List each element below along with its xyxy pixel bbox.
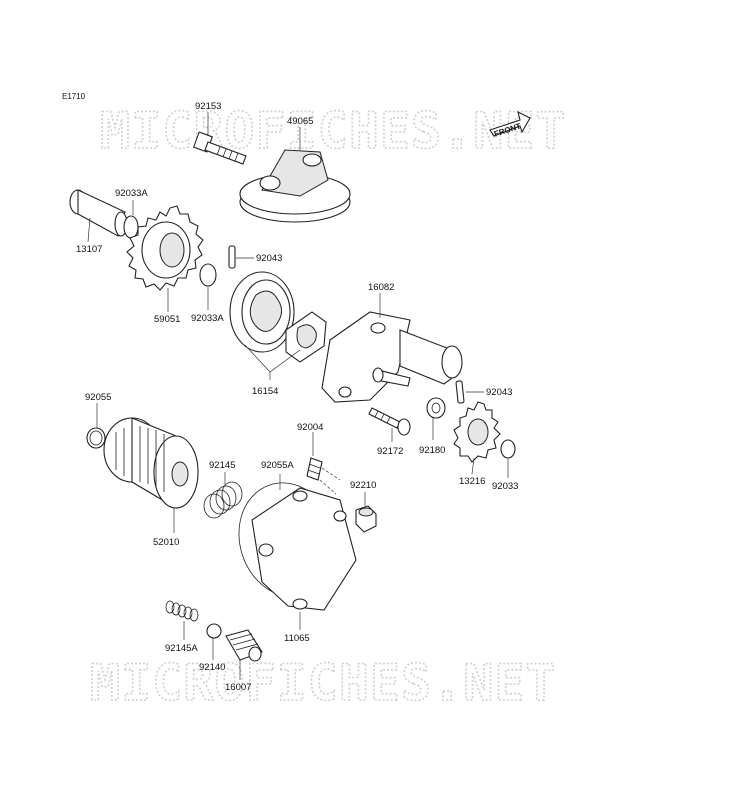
washer-92033A-bottom-icon [199, 263, 217, 287]
sprocket-13216-icon [453, 401, 501, 463]
label-92172: 92172 [377, 446, 403, 457]
label-52010: 52010 [153, 537, 179, 548]
pump-cover-49065-icon [239, 149, 351, 223]
ball-92140-icon [206, 623, 222, 639]
valve-16007-icon [225, 629, 263, 662]
label-11065: 11065 [284, 633, 310, 644]
label-16154: 16154 [252, 386, 278, 397]
label-92210: 92210 [350, 480, 376, 491]
label-92145A: 92145A [165, 643, 198, 654]
rotor-set-16154-icon [229, 271, 327, 363]
stud-92004-icon [306, 457, 323, 481]
spring-92145-icon [203, 481, 243, 519]
label-92180: 92180 [419, 445, 445, 456]
washer-92033-icon [500, 439, 516, 459]
label-13107: 13107 [76, 244, 102, 255]
washer-92033A-top-icon [123, 215, 139, 239]
pin-92043-top-icon [228, 245, 236, 269]
pin-92043-right-icon [455, 380, 465, 404]
pump-body-16082-icon [321, 311, 463, 403]
label-16082: 16082 [368, 282, 394, 293]
washer-92180-icon [426, 397, 446, 419]
diagram-code: E1710 [62, 92, 86, 101]
label-92055A: 92055A [261, 460, 294, 471]
bolt-92153-icon [192, 131, 247, 165]
label-92033: 92033 [492, 481, 518, 492]
label-92043-top: 92043 [256, 253, 282, 264]
watermark-top: MICROFICHES.NET [100, 102, 567, 160]
label-92043-right: 92043 [486, 387, 512, 398]
label-92140: 92140 [199, 662, 225, 673]
label-59051: 59051 [154, 314, 180, 325]
spring-92145A-icon [165, 600, 199, 622]
screw-92172-icon [368, 407, 411, 436]
watermark-bottom: MICROFICHES.NET [90, 654, 557, 712]
label-16007: 16007 [225, 682, 251, 693]
label-92153: 92153 [195, 101, 221, 112]
gear-59051-icon [126, 205, 204, 291]
label-13216: 13216 [459, 476, 485, 487]
label-92033A-bottom: 92033A [191, 313, 224, 324]
nut-92210-icon [355, 505, 377, 533]
label-49065: 49065 [287, 116, 313, 127]
label-92145: 92145 [209, 460, 235, 471]
oil-filter-52010-icon [103, 417, 199, 509]
label-92055: 92055 [85, 392, 111, 403]
shaft-13107-icon [69, 189, 128, 237]
label-92004: 92004 [297, 422, 323, 433]
filter-cover-11065-icon [251, 487, 357, 611]
label-92033A-top: 92033A [115, 188, 148, 199]
